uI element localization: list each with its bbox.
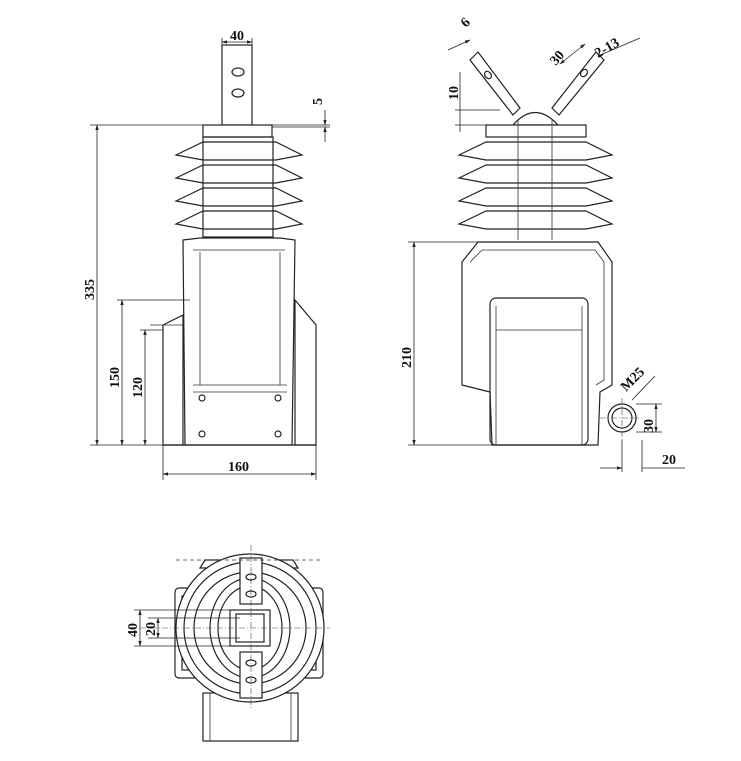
dim-base-width: 160 bbox=[228, 460, 249, 475]
dim-terminal-13: 2-13 bbox=[593, 36, 623, 62]
side-view: 210 6 10 30 2-13 M25 30 20 bbox=[400, 15, 685, 472]
dim-top-width: 40 bbox=[230, 29, 244, 44]
top-view: 40 20 bbox=[126, 545, 330, 742]
dim-thread-30: 30 bbox=[642, 419, 657, 433]
dim-height-120: 120 bbox=[131, 377, 146, 398]
dim-terminal-30: 30 bbox=[548, 48, 568, 68]
dim-offset-5: 5 bbox=[311, 98, 326, 105]
dim-body-height: 210 bbox=[400, 347, 415, 368]
dim-height-150: 150 bbox=[108, 367, 123, 388]
dim-thread-20: 20 bbox=[662, 453, 676, 468]
front-view: 40 5 335 150 120 160 bbox=[83, 29, 330, 480]
dim-top-40: 40 bbox=[126, 623, 141, 637]
dim-terminal-10: 10 bbox=[447, 86, 462, 100]
dim-total-height: 335 bbox=[83, 279, 98, 300]
dim-top-20: 20 bbox=[144, 622, 159, 636]
dim-thread-m25: M25 bbox=[618, 365, 648, 395]
dim-terminal-6: 6 bbox=[458, 15, 474, 31]
